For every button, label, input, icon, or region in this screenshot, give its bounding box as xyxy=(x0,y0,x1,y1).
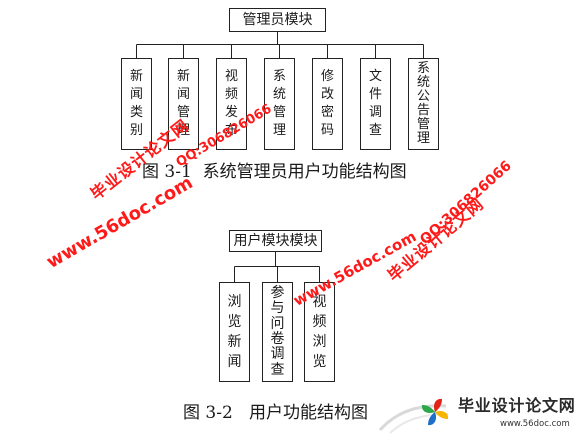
node-news-management: 新闻管理 xyxy=(168,58,199,150)
root-node-label: 用户模块模块 xyxy=(233,233,318,249)
node-news-category: 新闻类别 xyxy=(121,58,152,150)
node-change-password: 修改密码 xyxy=(312,58,343,150)
user-root-node: 用户模块模块 xyxy=(229,230,322,252)
site-logo: 毕业设计论文网 www.56doc.com xyxy=(376,390,579,434)
node-label: 参与问卷调查 xyxy=(270,285,285,378)
node-browse-video: 视频浏览 xyxy=(304,282,335,382)
logo-site-name: 毕业设计论文网 xyxy=(458,396,576,415)
node-label: 文件调查 xyxy=(368,69,382,138)
node-video-publish: 视频发布 xyxy=(216,58,247,150)
admin-root-node: 管理员模块 xyxy=(229,8,326,32)
node-browse-news: 浏览新闻 xyxy=(219,282,250,382)
node-label: 系统公告管理 xyxy=(416,61,430,146)
node-file-survey: 文件调查 xyxy=(360,58,391,150)
node-announcement-management: 系统公告管理 xyxy=(408,58,439,150)
logo-site-url: www.56doc.com xyxy=(500,419,570,429)
figure-caption-3-1: 图 3-1 系统管理员用户功能结构图 xyxy=(142,162,407,182)
pinwheel-logo-icon xyxy=(421,398,449,426)
node-label: 修改密码 xyxy=(320,69,334,138)
node-label: 系统管理 xyxy=(272,69,286,138)
node-label: 新闻类别 xyxy=(129,69,143,138)
node-join-survey: 参与问卷调查 xyxy=(262,282,293,382)
node-label: 浏览新闻 xyxy=(227,294,242,370)
node-system-management: 系统管理 xyxy=(264,58,295,150)
root-node-label: 管理员模块 xyxy=(242,12,313,28)
node-label: 新闻管理 xyxy=(176,69,190,138)
watermark-url: www.56doc.com xyxy=(42,172,197,273)
figure-caption-3-2: 图 3-2 用户功能结构图 xyxy=(183,403,368,423)
node-label: 视频发布 xyxy=(224,69,238,138)
node-label: 视频浏览 xyxy=(312,294,327,370)
